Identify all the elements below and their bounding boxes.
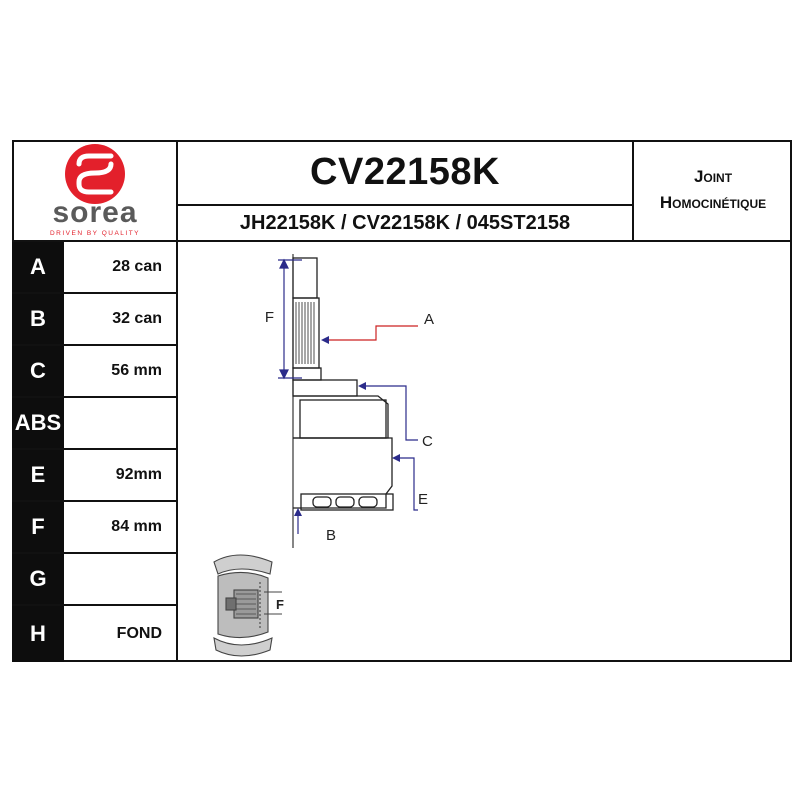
cv-joint-diagram: F A C E B — [213, 254, 434, 657]
logo-s-mark — [76, 153, 114, 195]
b-arrow — [294, 508, 302, 516]
spec-value — [64, 398, 176, 448]
bell-tooth — [358, 496, 378, 508]
label-c: C — [422, 433, 433, 450]
spec-key: C — [12, 346, 64, 396]
spec-value — [64, 554, 176, 604]
body-upper — [293, 395, 389, 439]
brand-tagline: DRIVEN BY QUALITY — [50, 230, 140, 237]
title-block: CV22158K JH22158K / CV22158K / 045ST2158 — [178, 140, 634, 242]
label-b: B — [326, 527, 336, 544]
spec-row: E 92mm — [12, 450, 178, 502]
sorea-logo-graphic: sorea DRIVEN BY QUALITY — [50, 144, 140, 237]
c-leader — [362, 385, 418, 441]
f-arrow-bottom — [279, 369, 289, 380]
cross-references: JH22158K / CV22158K / 045ST2158 — [239, 211, 571, 234]
body-ring — [299, 399, 387, 439]
spec-divider — [176, 242, 178, 662]
shaft-tip — [292, 257, 318, 299]
label-f: F — [265, 309, 274, 326]
c-arrow — [358, 382, 366, 390]
spec-value: 56 mm — [111, 362, 162, 379]
spec-value: 28 can — [112, 258, 162, 275]
brand-logo: sorea DRIVEN BY QUALITY — [12, 140, 178, 242]
spec-row: B 32 can — [12, 294, 178, 346]
shoulder — [292, 379, 358, 397]
spec-row: A 28 can — [12, 242, 178, 294]
splined-shaft — [292, 297, 320, 369]
inset-drawing — [213, 554, 282, 657]
spec-key: F — [12, 502, 64, 552]
spec-table: A 28 can B 32 can C 56 mm ABS E 92mm F 8… — [12, 242, 178, 662]
label-f-inset: F — [276, 597, 284, 612]
spec-row: ABS — [12, 398, 178, 450]
e-arrow — [392, 454, 400, 462]
bell-tooth — [335, 496, 355, 508]
spec-row: H FOND — [12, 606, 178, 662]
bell-ring — [300, 493, 394, 511]
spec-key: E — [12, 450, 64, 500]
label-e: E — [418, 491, 428, 508]
spec-value: FOND — [116, 625, 162, 642]
spline-lines — [295, 302, 315, 364]
spec-key: H — [12, 606, 64, 662]
a-arrow — [321, 336, 329, 344]
spec-row: G — [12, 554, 178, 606]
body-lower — [293, 437, 393, 509]
product-type-block: Joint Homocinétique — [634, 140, 792, 242]
spec-row: C 56 mm — [12, 346, 178, 398]
spec-row: F 84 mm — [12, 502, 178, 554]
spec-value: 92mm — [115, 466, 162, 483]
product-type-line1: Joint — [693, 167, 733, 186]
brand-name: sorea — [52, 196, 137, 229]
f-arrow-top — [279, 258, 289, 269]
spec-key: B — [12, 294, 64, 344]
product-sheet: sorea DRIVEN BY QUALITY CV22158K JH22158… — [12, 140, 794, 664]
product-code: CV22158K — [178, 140, 632, 206]
a-leader — [326, 325, 418, 341]
label-a: A — [424, 311, 434, 328]
technical-drawing: F A C E B — [178, 242, 792, 662]
spec-key: ABS — [12, 398, 64, 448]
spec-value: 84 mm — [111, 518, 162, 535]
spec-key: G — [12, 554, 64, 604]
e-leader — [396, 457, 418, 511]
bell-tooth — [312, 496, 332, 508]
product-type-line2: Homocinétique — [659, 193, 767, 212]
spec-key: A — [12, 242, 64, 292]
spec-value: 32 can — [112, 310, 162, 327]
